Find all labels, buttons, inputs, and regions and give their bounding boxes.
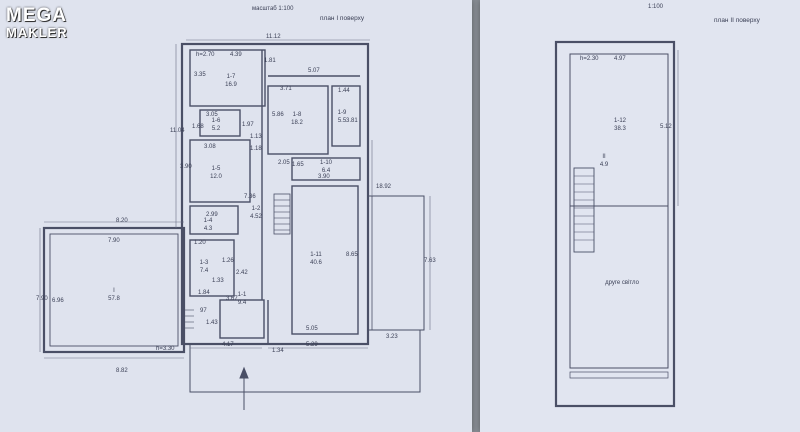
dim-label: 3.05 bbox=[206, 112, 218, 118]
dim-label: 5.12 bbox=[660, 124, 672, 130]
dim-label: 1.65 bbox=[292, 162, 304, 168]
room-area: 7.4 bbox=[200, 268, 209, 274]
floor-plan-2-drawing: 1:100 план II поверху h=2.30 4.97 5.12 1… bbox=[554, 4, 761, 408]
room-area: 4.9 bbox=[600, 162, 609, 168]
watermark-logo: MEGA MAKLER bbox=[6, 6, 68, 50]
dim-label: 1.34 bbox=[272, 348, 284, 354]
room-area: 12.0 bbox=[210, 174, 222, 180]
room-area: 16.9 bbox=[225, 82, 237, 88]
room-id: II bbox=[602, 154, 606, 160]
dim-label: 5.07 bbox=[308, 68, 320, 74]
second-light-note: друге світло bbox=[605, 280, 640, 286]
room-id: 1-5 bbox=[212, 166, 221, 172]
room-id: I bbox=[113, 288, 115, 294]
room-id: 1-12 bbox=[614, 118, 627, 124]
dim-label: 2.42 bbox=[236, 270, 248, 276]
plan-title: план I поверху bbox=[320, 15, 365, 22]
plan-title: план II поверху bbox=[714, 17, 761, 24]
dim-label: 8.20 bbox=[116, 218, 128, 224]
room-area: 4.52 bbox=[250, 214, 262, 220]
floor-plan-sheet-1: масштаб 1:100 план I поверху 11.12 h=2.7… bbox=[0, 0, 472, 432]
dim-label: 8.82 bbox=[116, 368, 128, 374]
dim-label: 1.81 bbox=[264, 58, 276, 64]
floor-plan-1-drawing: масштаб 1:100 план I поверху 11.12 h=2.7… bbox=[36, 6, 436, 410]
dim-label: 3.90 bbox=[180, 164, 192, 170]
dim-label: 97 bbox=[200, 308, 207, 314]
watermark-line1: MEGA bbox=[6, 5, 67, 26]
room-id: 1-3 bbox=[200, 260, 209, 266]
dim-label: 4.39 bbox=[230, 52, 242, 58]
room-area: 5.2 bbox=[212, 126, 221, 132]
dim-label: 1.13 bbox=[250, 134, 262, 140]
room-area: 4.3 bbox=[204, 226, 213, 232]
room-area: 38.3 bbox=[614, 126, 626, 132]
dim-label: 8.65 bbox=[346, 252, 358, 258]
room-id: 1-9 bbox=[338, 110, 347, 116]
dim-label: 5.29 bbox=[306, 342, 318, 348]
dim-label: 6.96 bbox=[52, 298, 64, 304]
dim-label: 1.97 bbox=[242, 122, 254, 128]
dim-label: 7.63 bbox=[424, 258, 436, 264]
dim-label: 2.99 bbox=[206, 212, 218, 218]
dim-label: 7.36 bbox=[244, 194, 256, 200]
dim-label: 1.44 bbox=[338, 88, 350, 94]
room-area: 57.8 bbox=[108, 296, 120, 302]
dim-label: 7.90 bbox=[36, 296, 48, 302]
dim-label: 4.17 bbox=[222, 342, 234, 348]
dim-label: 1.20 bbox=[194, 240, 206, 246]
dim-label: h=3.30 bbox=[156, 346, 175, 352]
dim-label: 11.12 bbox=[266, 34, 281, 40]
dim-label: 11.04 bbox=[170, 128, 185, 134]
room-id: 1-1 bbox=[238, 292, 247, 298]
room-id: 1-6 bbox=[212, 118, 221, 124]
dim-label: 18.92 bbox=[376, 184, 392, 190]
dim-label: 1.84 bbox=[198, 290, 210, 296]
dim-label: 1.68 bbox=[192, 124, 204, 130]
dim-label: 3.81 bbox=[346, 118, 358, 124]
dim-label: 2.05 bbox=[278, 160, 290, 166]
room-area: 6.4 bbox=[322, 168, 331, 174]
dim-label: 1.43 bbox=[206, 320, 218, 326]
dim-label: 1.18 bbox=[250, 146, 262, 152]
dim-label: h=2.70 bbox=[196, 52, 215, 58]
dim-label: 1.26 bbox=[222, 258, 234, 264]
dim-label: 3.35 bbox=[194, 72, 206, 78]
dim-label: h=2.30 bbox=[580, 56, 599, 62]
room-area: 40.6 bbox=[310, 260, 322, 266]
room-id: 1-4 bbox=[204, 218, 213, 224]
dim-label: 3.90 bbox=[318, 174, 330, 180]
scale-label: масштаб 1:100 bbox=[252, 6, 294, 12]
dim-label: 3.23 bbox=[386, 334, 398, 340]
dim-label: 5.86 bbox=[272, 112, 284, 118]
room-area: 5.5 bbox=[338, 118, 347, 124]
watermark-line2: MAKLER bbox=[6, 25, 68, 40]
room-id: 1-10 bbox=[320, 160, 333, 166]
dim-label: 3.08 bbox=[204, 144, 216, 150]
floor-plan-sheet-2: 1:100 план II поверху h=2.30 4.97 5.12 1… bbox=[480, 0, 800, 432]
dim-label: 4.97 bbox=[614, 56, 626, 62]
room-area: 18.2 bbox=[291, 120, 303, 126]
dim-label: 1.33 bbox=[212, 278, 224, 284]
room-id: 1-7 bbox=[227, 74, 236, 80]
room-id: 1-2 bbox=[252, 206, 261, 212]
dim-label: 5.05 bbox=[306, 326, 318, 332]
room-area: 9.4 bbox=[238, 300, 247, 306]
scale-label: 1:100 bbox=[648, 4, 664, 10]
dim-label: 7.90 bbox=[108, 238, 120, 244]
dim-label: 3.71 bbox=[280, 86, 292, 92]
room-id: 1-11 bbox=[310, 252, 322, 258]
room-id: 1-8 bbox=[293, 112, 302, 118]
dim-label: 3.67 bbox=[226, 296, 238, 302]
